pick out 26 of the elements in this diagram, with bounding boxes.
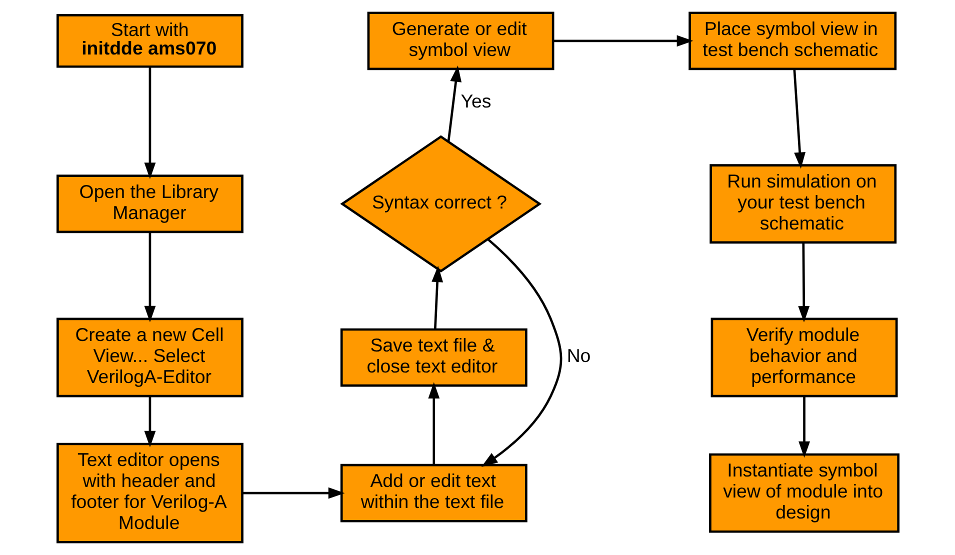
arrow [798, 242, 810, 322]
node-box: Place symbol view in test bench schematic [688, 12, 896, 70]
node-box: Instantiate symbol view of module into design [708, 453, 899, 533]
edge-label: No [566, 344, 590, 366]
arrow [242, 487, 344, 499]
node-box: Start with initdde ams070 [56, 14, 243, 68]
node-box: Add or edit text within the text file [340, 464, 527, 522]
arrow [144, 396, 156, 448]
arrow [446, 65, 462, 142]
node-box: Text editor opens with header and footer for Verilog-A Module [56, 442, 243, 544]
node-box: Run simulation on your test bench schematic [709, 164, 896, 244]
arrow [798, 396, 810, 458]
arrow [552, 35, 693, 47]
node-box: Verify module behavior and performance [710, 318, 898, 398]
node-box: Generate or edit symbol view [366, 12, 554, 70]
node-box: Create a new Cell View... Select VerilogA-Editor [56, 318, 243, 398]
arrow [480, 238, 562, 467]
arrow [792, 68, 806, 169]
node-box: Open the Library Manager [56, 174, 243, 234]
node-box: Save text file & close text editor [340, 328, 527, 387]
arrow [431, 266, 443, 330]
arrow [428, 382, 440, 465]
node-diamond: Syntax correct ? [340, 135, 542, 272]
arrow [144, 232, 156, 322]
edge-label: Yes [460, 90, 491, 112]
arrow [144, 66, 156, 180]
